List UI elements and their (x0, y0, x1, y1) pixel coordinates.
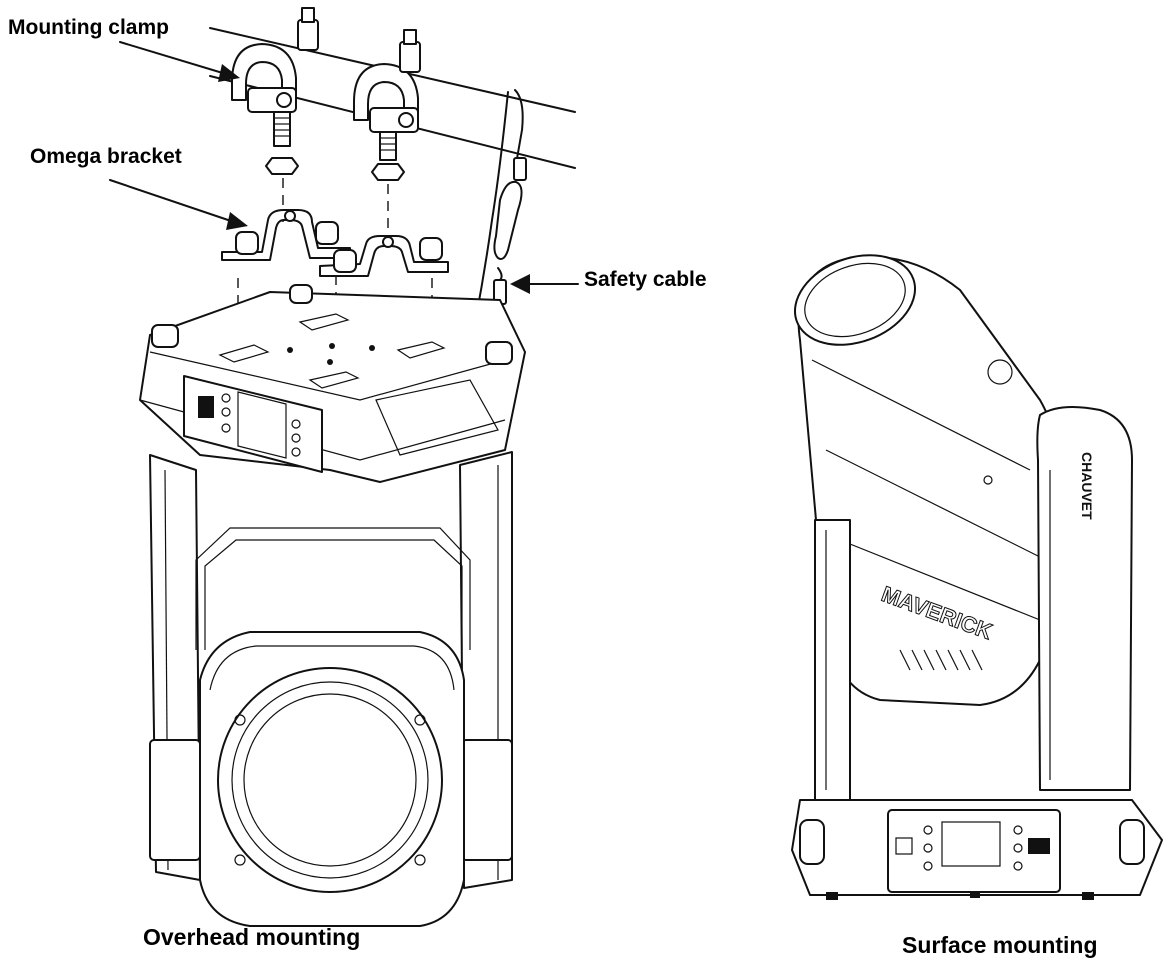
nut-right (371, 163, 405, 181)
omega-bracket-left (221, 209, 351, 261)
overhead-head (199, 631, 465, 927)
nut-left (265, 157, 299, 175)
safety-cable-label: Safety cable (584, 268, 707, 291)
mounting-clamp-left (231, 7, 319, 147)
omega-bracket-right (319, 235, 449, 277)
overhead-mounting-caption: Overhead mounting (143, 924, 361, 950)
mounting-clamp-label: Mounting clamp (8, 16, 169, 39)
surface-mounting-caption: Surface mounting (902, 932, 1098, 958)
callout-arrows-overhead (109, 41, 579, 294)
omega-bracket-label: Omega bracket (30, 145, 182, 168)
vent-slots-surface-head (899, 649, 983, 671)
mounting-clamp-right (353, 29, 421, 161)
svg-text:CHAUVET: CHAUVET (1079, 452, 1095, 520)
surface-base (791, 799, 1163, 900)
brand-logo-surface: CHAUVET (1079, 452, 1095, 520)
surface-yoke (814, 405, 1133, 801)
overhead-yoke (149, 451, 513, 889)
surface-fixture (791, 254, 1163, 900)
overhead-fixture (109, 7, 579, 927)
overhead-base (139, 284, 526, 483)
